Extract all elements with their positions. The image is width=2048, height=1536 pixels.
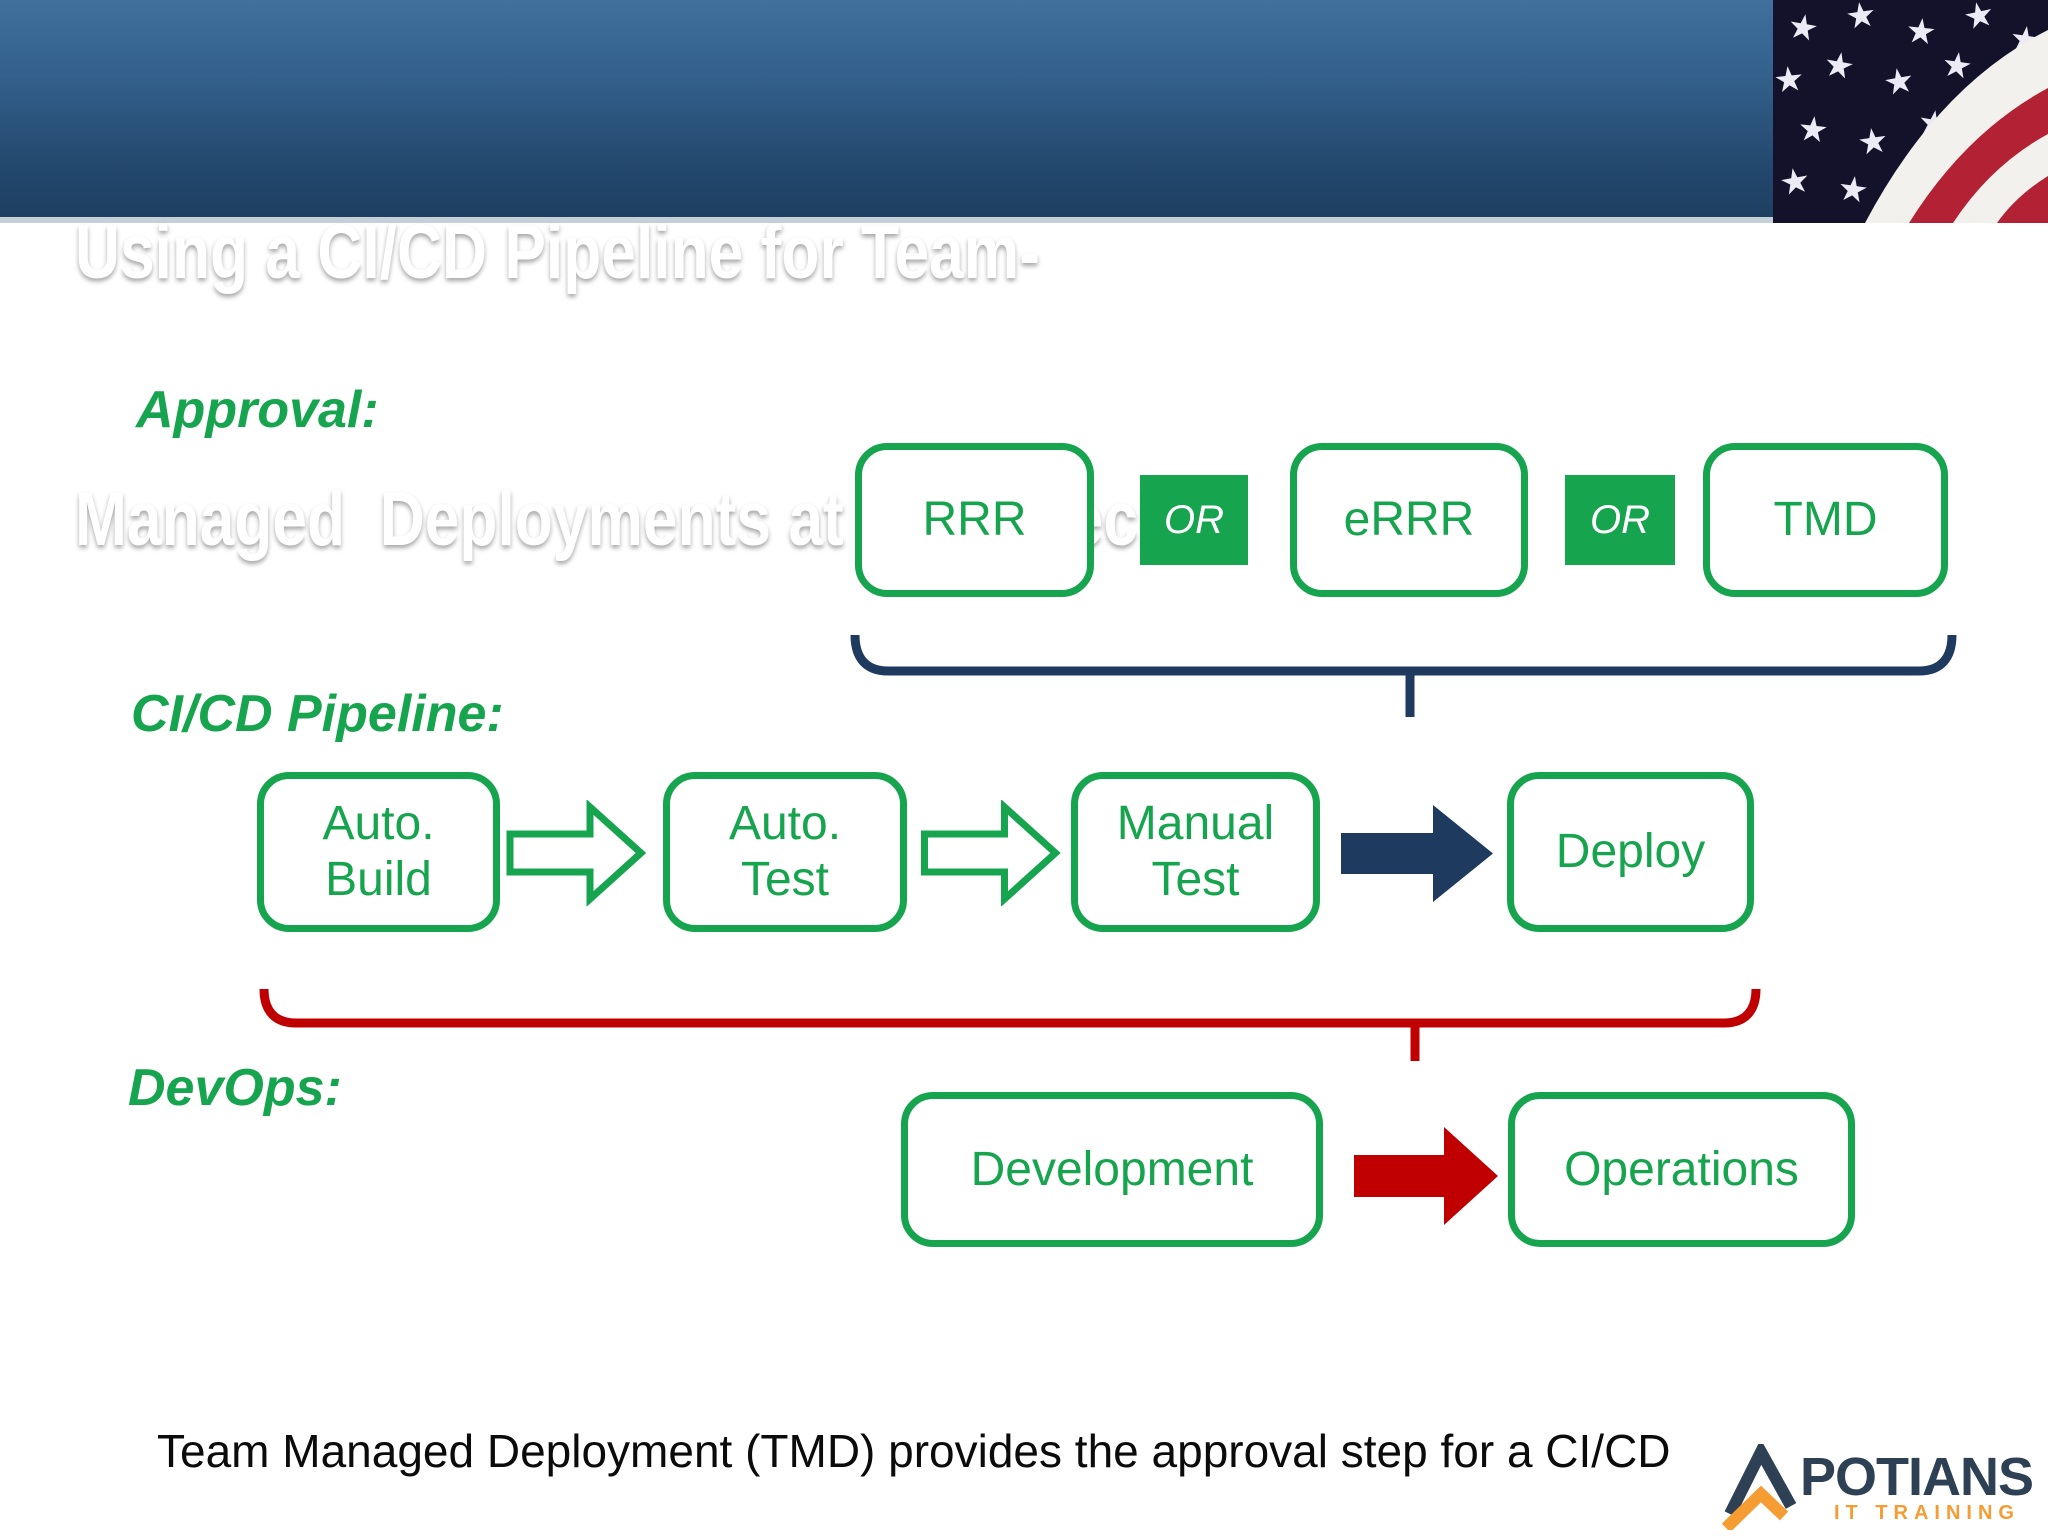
or-connector-2-label: OR: [1590, 497, 1650, 542]
approval-box-tmd: TMD: [1703, 443, 1948, 597]
logo-tagline: IT TRAINING: [1834, 1502, 2020, 1524]
approval-brace: [850, 634, 1957, 717]
footnote-paragraph: Team Managed Deployment (TMD) provides t…: [157, 1296, 1690, 1536]
pipeline-box-deploy: Deploy: [1507, 772, 1754, 932]
pipeline-brace: [259, 988, 1761, 1061]
pipeline-box-auto-build: Auto. Build: [257, 772, 500, 932]
pipeline-box-manual-test-line2: Test: [1151, 853, 1240, 906]
or-connector-1: OR: [1140, 475, 1248, 565]
approval-section-label: Approval:: [136, 381, 379, 439]
pipeline-box-auto-test: Auto. Test: [663, 772, 907, 932]
pipeline-section-label: CI/CD Pipeline:: [131, 685, 504, 743]
outline-arrow-icon-1: [506, 800, 646, 906]
pipeline-box-auto-test-line2: Test: [740, 853, 830, 906]
or-connector-2: OR: [1565, 475, 1675, 565]
solid-red-arrow-icon: [1354, 1127, 1498, 1225]
devops-box-operations: Operations: [1508, 1092, 1855, 1247]
devops-box-operations-label: Operations: [1564, 1142, 1799, 1196]
approval-box-tmd-label: TMD: [1773, 493, 1878, 546]
header-bar: Using a CI/CD Pipeline for Team- Managed…: [0, 0, 2048, 562]
pipeline-box-manual-test-line1: Manual: [1116, 797, 1275, 850]
pipeline-box-auto-test-line1: Auto.: [728, 797, 842, 850]
footnote-line-1: Team Managed Deployment (TMD) provides t…: [157, 1425, 1671, 1477]
approval-box-rrr: RRR: [855, 443, 1094, 597]
or-connector-1-label: OR: [1164, 497, 1224, 542]
us-flag-image: [1773, 0, 2048, 223]
logo-wordmark: POTIANS: [1800, 1447, 2034, 1507]
approval-box-rrr-label: RRR: [922, 493, 1027, 546]
solid-navy-arrow-icon: [1341, 805, 1493, 902]
devops-box-development-label: Development: [970, 1142, 1254, 1196]
approval-box-errr: eRRR: [1290, 443, 1528, 597]
flag-stars: [1775, 2, 2039, 203]
title-line-1: Using a CI/CD Pipeline for Team-: [75, 210, 1040, 295]
devops-section-label: DevOps:: [128, 1059, 342, 1117]
pipeline-box-deploy-label: Deploy: [1555, 825, 1706, 878]
pipeline-box-auto-build-line1: Auto.: [322, 797, 435, 850]
pipeline-box-manual-test: Manual Test: [1071, 772, 1320, 932]
apotians-chevron-icon: [1722, 1444, 1797, 1530]
outline-arrow-icon-2: [921, 800, 1061, 906]
devops-box-development: Development: [901, 1092, 1323, 1247]
pipeline-box-auto-build-line2: Build: [325, 853, 432, 906]
approval-box-errr-label: eRRR: [1343, 493, 1475, 546]
